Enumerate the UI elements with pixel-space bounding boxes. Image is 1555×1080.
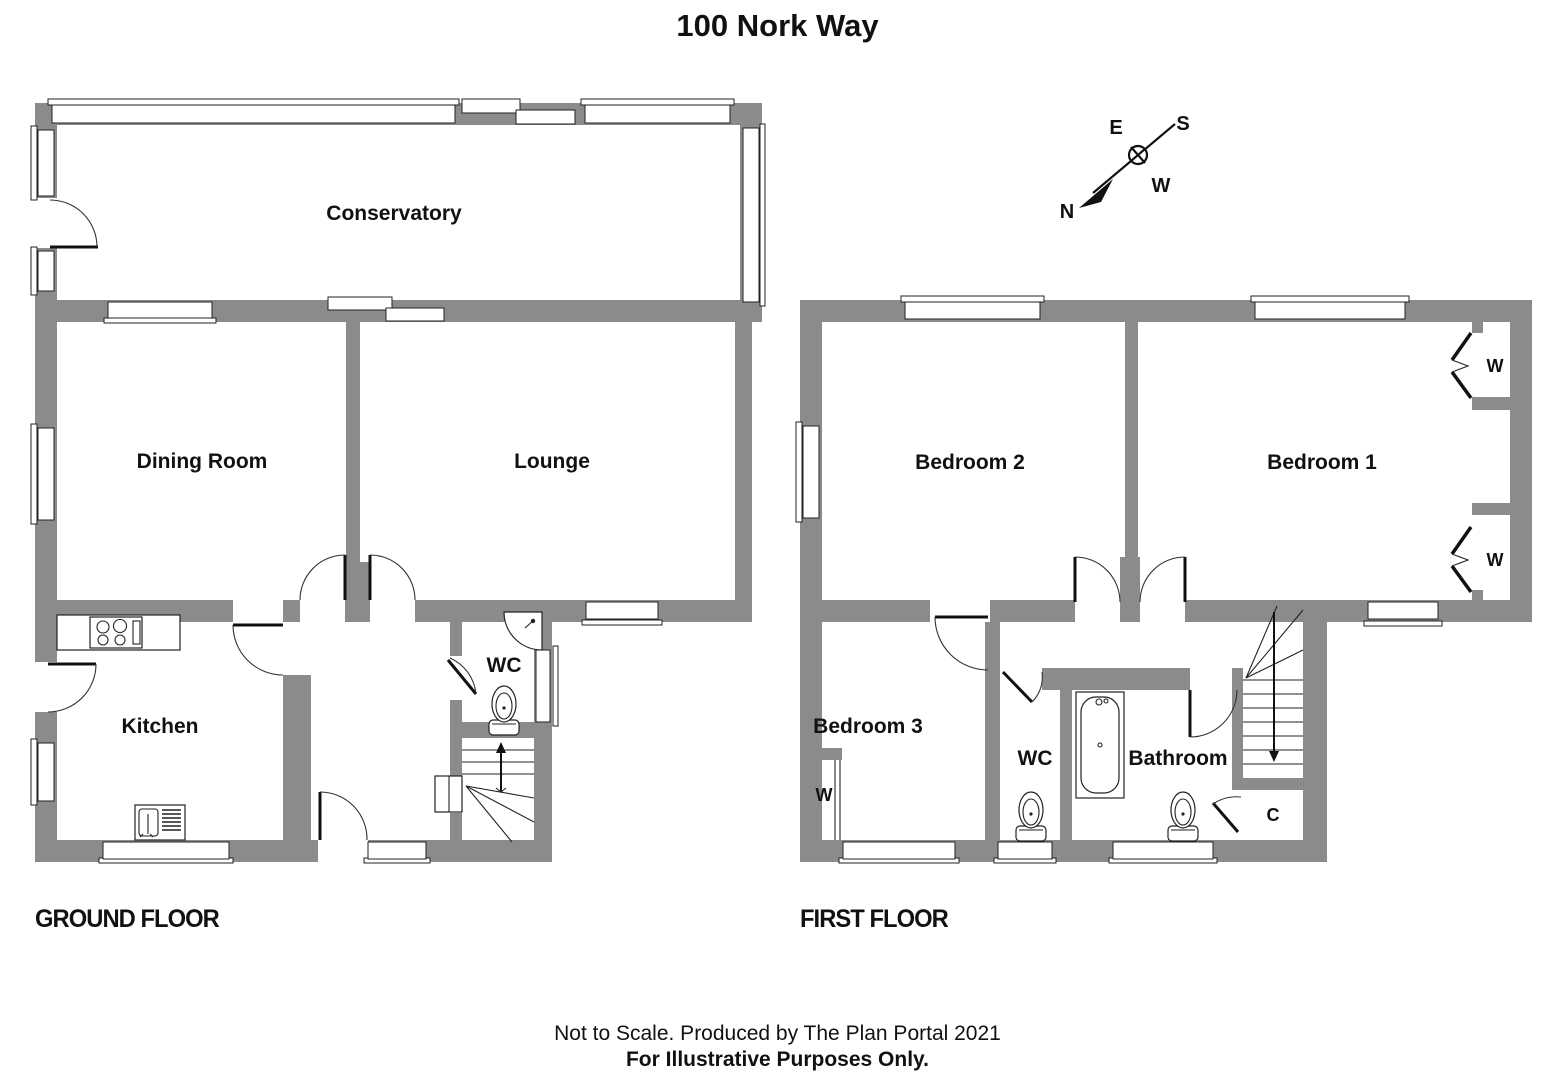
compass-south-label: S (1176, 113, 1189, 135)
page-title: 100 Nork Way (676, 8, 879, 43)
window (842, 841, 956, 860)
bathtub-icon (1075, 691, 1125, 799)
window (37, 129, 55, 197)
bedroom3-label: Bedroom 3 (813, 715, 923, 738)
toilet-icon (1167, 791, 1199, 842)
window (585, 601, 659, 620)
window (802, 425, 820, 519)
sliding-door (461, 98, 521, 114)
kitchen-label: Kitchen (121, 715, 198, 738)
wc-label: WC (487, 654, 522, 677)
first-floor-label: FIRST FLOOR (800, 905, 949, 933)
bathroom-door (1188, 689, 1238, 738)
bedroom3-door (934, 615, 989, 671)
sliding-door (385, 307, 445, 322)
window (584, 104, 731, 124)
wardrobe-label: W (1487, 550, 1504, 570)
staircase (434, 742, 535, 843)
wardrobe-bifold-icon (1450, 331, 1473, 400)
front-door (318, 791, 368, 841)
conservatory-label: Conservatory (326, 202, 462, 225)
footer-purpose: For Illustrative Purposes Only. (625, 1048, 930, 1071)
first-floor-plan: Bedroom 2 Bedroom 1 Bedroom 3 WC Bathroo… (795, 295, 1532, 864)
corner-sink-icon (503, 611, 543, 651)
compass-west-label: W (1152, 175, 1171, 197)
window (997, 841, 1053, 860)
window (107, 301, 213, 320)
wardrobe-label: W (1487, 356, 1504, 376)
window (742, 127, 760, 303)
window (51, 104, 456, 124)
window (1254, 301, 1406, 320)
toilet-icon (1015, 791, 1047, 842)
closet-door (834, 760, 841, 840)
toilet-icon (488, 685, 520, 736)
window (1112, 841, 1214, 860)
wc-door (1001, 670, 1043, 704)
back-door (47, 662, 97, 713)
sliding-door (327, 296, 393, 311)
window (535, 649, 551, 723)
wardrobe-label: W (816, 785, 833, 805)
bathroom-label: Bathroom (1128, 747, 1227, 770)
lounge-label: Lounge (514, 450, 590, 473)
sink-icon (134, 804, 186, 841)
lounge-door (368, 554, 416, 601)
window (904, 301, 1041, 320)
wc-door (446, 657, 478, 695)
sliding-door (515, 109, 576, 125)
bedroom2-door (1073, 556, 1121, 603)
wardrobe-bifold-icon (1450, 525, 1473, 594)
north-arrow-icon (1079, 179, 1113, 208)
hob-icon (89, 616, 143, 649)
ground-floor-plan: Conservatory Dining Room Lounge Kitchen … (30, 98, 766, 864)
wc-label: WC (1018, 747, 1053, 770)
compass-north-label: N (1060, 201, 1074, 223)
window (1367, 601, 1439, 620)
conservatory-door (49, 199, 98, 249)
bedroom2-label: Bedroom 2 (915, 451, 1025, 474)
bedroom1-label: Bedroom 1 (1267, 451, 1377, 474)
kitchen-door (232, 623, 284, 676)
window (37, 250, 55, 292)
cupboard-label: C (1267, 805, 1280, 825)
ground-floor-label: GROUND FLOOR (35, 905, 220, 933)
window (580, 98, 735, 106)
dining-room-label: Dining Room (137, 450, 268, 473)
window (367, 841, 427, 860)
window (102, 841, 230, 860)
compass-east-label: E (1109, 117, 1122, 139)
cupboard-door (1211, 796, 1242, 833)
bedroom1-door (1139, 556, 1187, 603)
dining-room-door (299, 554, 347, 601)
compass-rose: E S W N (1060, 113, 1190, 223)
footer-disclaimer: Not to Scale. Produced by The Plan Porta… (554, 1022, 1001, 1045)
window (37, 427, 55, 521)
staircase (1243, 605, 1304, 765)
window (47, 98, 460, 106)
window (37, 742, 55, 802)
